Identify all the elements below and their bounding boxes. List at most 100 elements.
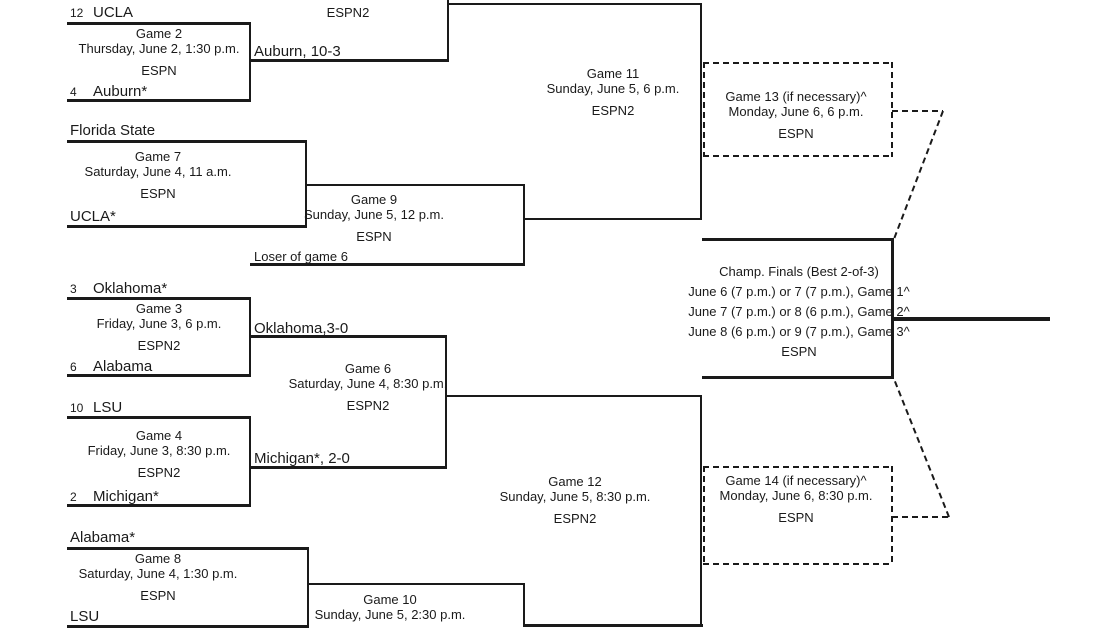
team-lsu-elim: LSU [70, 608, 99, 625]
bracket-line [249, 59, 449, 62]
game-title: Game 7 [134, 149, 182, 164]
dashed-line [703, 466, 892, 468]
team-name: UCLA [93, 4, 134, 21]
bracket-line [67, 416, 251, 419]
game-when: Monday, June 6, 8:30 p.m. [719, 488, 873, 503]
game-title: Game 6 [344, 361, 392, 376]
bracket-line [250, 263, 525, 266]
champ-game-2: June 7 (7 p.m.) or 8 (6 p.m.), Game 2^ [688, 304, 910, 319]
game-network: ESPN [140, 588, 176, 603]
bracket-line [702, 376, 893, 379]
team-name: Alabama* [70, 529, 136, 546]
champ-network: ESPN [781, 344, 817, 359]
team-auburn: 4 Auburn* [70, 83, 147, 100]
game-network: ESPN [778, 126, 814, 141]
game-when: Saturday, June 4, 1:30 p.m. [78, 566, 238, 581]
seed-lsu: 10 [70, 401, 84, 415]
bracket-line [702, 238, 893, 241]
seed-michigan: 2 [70, 490, 77, 504]
game-title: Game 12 [548, 474, 602, 489]
bracket-line [305, 140, 307, 228]
bracket-line [448, 3, 702, 5]
bracket-line [249, 416, 251, 507]
game-11-info: Game 11 Sunday, June 5, 6 p.m. ESPN2 [483, 66, 743, 118]
bracket-line [445, 395, 702, 397]
game-title: Game 4 [135, 428, 183, 443]
game-13-info: Game 13 (if necessary)^ Monday, June 6, … [666, 89, 926, 141]
team-alabama-elim: Alabama* [70, 529, 135, 546]
dashed-line [891, 62, 893, 157]
game-network: ESPN2 [553, 511, 597, 526]
game-10-info: Game 10 Sunday, June 5, 2:30 p.m. [260, 592, 520, 622]
game-when: Sunday, June 5, 8:30 p.m. [499, 489, 651, 504]
bracket-line [67, 504, 251, 507]
cutoff-game-network: ESPN2 [326, 5, 370, 20]
team-ucla: 12 UCLA [70, 4, 133, 21]
bracket-line [67, 297, 251, 300]
bracket-line [891, 238, 894, 379]
team-name: LSU [93, 399, 123, 416]
game-title: Game 13 (if necessary)^ [725, 89, 867, 104]
champ-game-3: June 8 (6 p.m.) or 9 (7 p.m.), Game 3^ [688, 324, 910, 339]
dashed-connector-bottom [893, 378, 950, 518]
bracket-line [249, 297, 251, 377]
bracket-line [67, 99, 251, 102]
advancer-auburn: Auburn, 10-3 [254, 43, 341, 60]
championship-finals-info: Champ. Finals (Best 2-of-3) June 6 (7 p.… [634, 262, 964, 362]
game-9-info: Game 9 Sunday, June 5, 12 p.m. ESPN [244, 192, 504, 244]
game-network: ESPN [778, 510, 814, 525]
team-name: Alabama [93, 358, 153, 375]
game-6-info: Game 6 Saturday, June 4, 8:30 p.m. ESPN2 [238, 361, 498, 413]
game-network: ESPN2 [346, 398, 390, 413]
bracket-line [445, 335, 447, 468]
game-network: ESPN2 [137, 338, 181, 353]
game-network: ESPN2 [591, 103, 635, 118]
game-title: Game 10 [363, 592, 417, 607]
team-lsu: 10 LSU [70, 399, 122, 416]
team-name: Florida State [70, 122, 156, 139]
dashed-line [703, 62, 705, 157]
game-title: Game 9 [350, 192, 398, 207]
bracket-line [67, 22, 251, 25]
game-title: Game 11 [586, 66, 640, 81]
bracket-line [523, 624, 703, 627]
team-ucla-elim: UCLA* [70, 208, 116, 225]
game-title: Game 8 [134, 551, 182, 566]
team-name: LSU [70, 608, 100, 625]
game-12-info: Game 12 Sunday, June 5, 8:30 p.m. ESPN2 [445, 474, 705, 526]
champ-title: Champ. Finals (Best 2-of-3) [719, 264, 879, 279]
bracket-line [67, 547, 309, 550]
game-8-info: Game 8 Saturday, June 4, 1:30 p.m. ESPN [28, 551, 288, 603]
game-when: Saturday, June 4, 8:30 p.m. [288, 376, 448, 391]
feeder-loser-of-game-6: Loser of game 6 [254, 249, 348, 264]
team-name: Auburn* [93, 83, 148, 100]
team-name: UCLA* [70, 208, 116, 225]
bracket-line [249, 22, 251, 102]
game-when: Thursday, June 2, 1:30 p.m. [78, 41, 240, 56]
bracket-line [249, 335, 447, 338]
bracket-line [447, 0, 449, 62]
game-when: Monday, June 6, 6 p.m. [728, 104, 864, 119]
game-3-info: Game 3 Friday, June 3, 6 p.m. ESPN2 [29, 301, 289, 353]
game-when: Friday, June 3, 6 p.m. [96, 316, 222, 331]
bracket-line [523, 218, 702, 220]
bracket-line [67, 140, 307, 143]
game-7-info: Game 7 Saturday, June 4, 11 a.m. ESPN [28, 149, 288, 201]
bracket-line [249, 466, 447, 469]
game-title: Game 2 [135, 26, 183, 41]
dashed-line [892, 516, 949, 518]
seed-auburn: 4 [70, 85, 77, 99]
dashed-line [703, 563, 892, 565]
dashed-line [703, 155, 892, 157]
game-14-info: Game 14 (if necessary)^ Monday, June 6, … [666, 473, 926, 525]
champ-winner-line [893, 317, 1050, 321]
bracket-line [700, 395, 702, 627]
bracket-line [67, 625, 309, 628]
seed-ucla: 12 [70, 6, 84, 20]
game-network: ESPN [140, 186, 176, 201]
bracket-line [307, 547, 309, 627]
game-when: Sunday, June 5, 6 p.m. [546, 81, 680, 96]
